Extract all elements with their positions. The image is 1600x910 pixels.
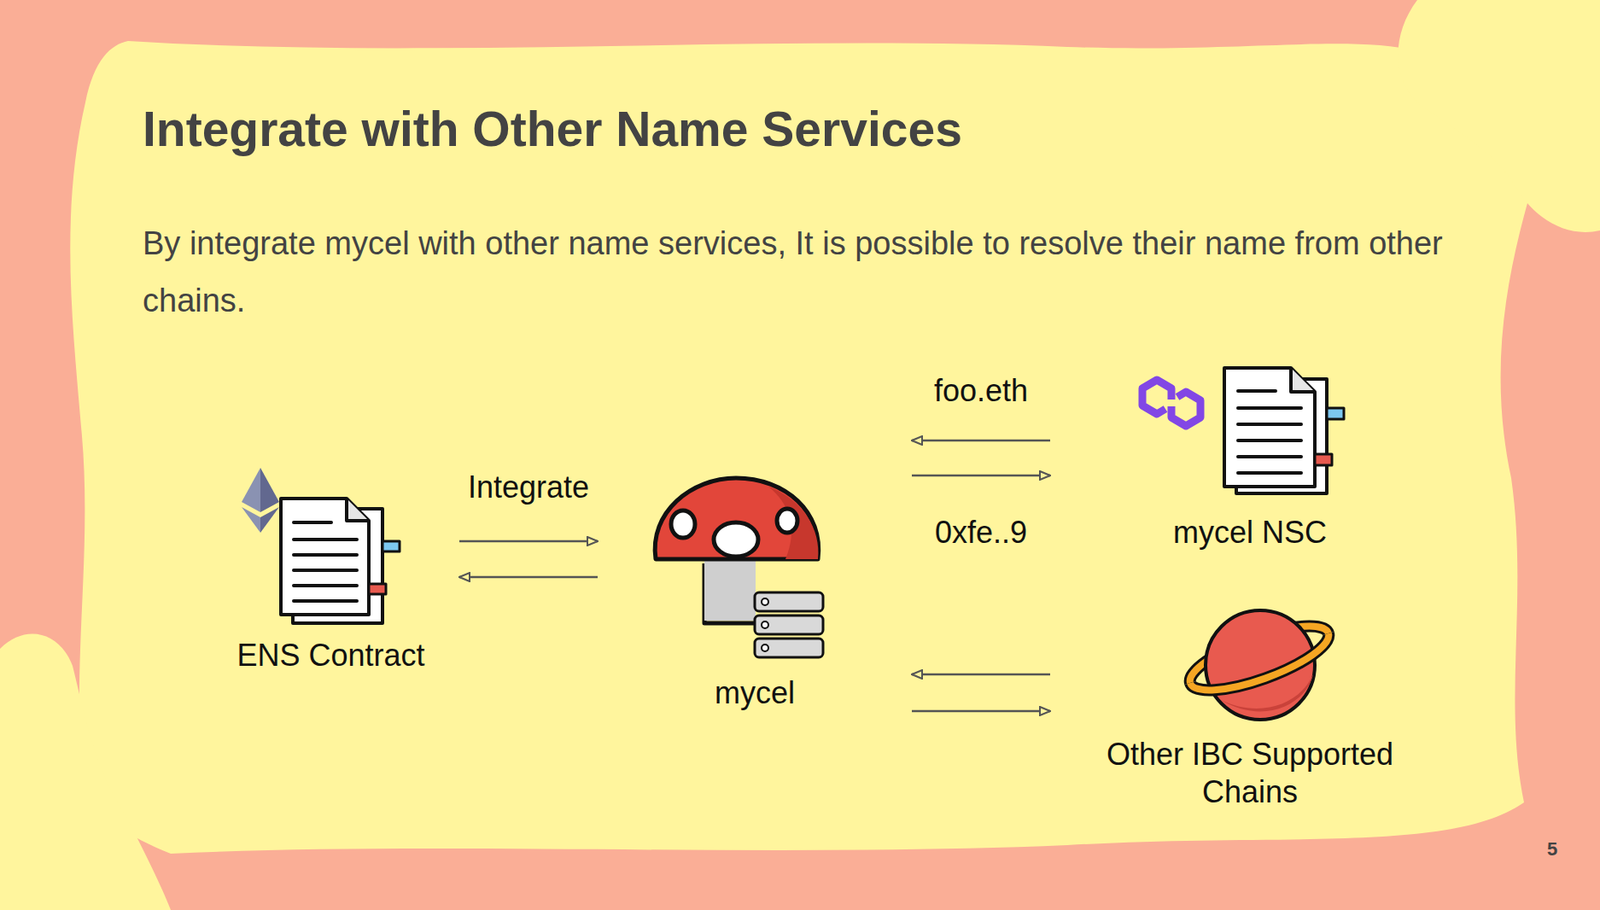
ethereum-logo	[241, 467, 280, 533]
yellow-corner-blob	[1398, 0, 1600, 233]
yellow-corner-blob	[0, 634, 171, 910]
flow-arrow	[459, 576, 598, 579]
flow-arrow	[911, 474, 1051, 478]
slide-title: Integrate with Other Name Services	[142, 100, 963, 158]
node-label: mycel	[714, 674, 795, 713]
page-number: 5	[1547, 836, 1573, 863]
planet-icon	[1190, 610, 1330, 720]
flow-arrow	[459, 540, 598, 544]
node-label: Other IBC Supported Chains	[1104, 735, 1396, 812]
flow-arrow	[911, 710, 1051, 713]
icon-node: Other IBC Supported Chains	[1052, 610, 1448, 820]
mycel-mushroom-icon	[654, 478, 824, 658]
edge-label: 0xfe..9	[934, 514, 1028, 551]
edge-label: foo.eth	[934, 373, 1028, 409]
flow-arrow	[911, 673, 1051, 677]
document-icon	[280, 498, 400, 624]
icon-node: mycel	[600, 426, 910, 723]
edge-label: Integrate	[467, 469, 590, 506]
yellow-panel	[70, 40, 1537, 854]
intro-text: By integrate mycel with other name servi…	[142, 215, 1526, 330]
node-label: mycel NSC	[1173, 513, 1327, 552]
document-icon	[1224, 367, 1344, 494]
icon-node: ENS Contract	[204, 461, 457, 685]
polygon-logo	[1142, 379, 1201, 427]
icon-node: mycel NSC	[1052, 367, 1448, 562]
node-label: ENS Contract	[236, 636, 425, 675]
flow-arrow	[911, 439, 1051, 443]
